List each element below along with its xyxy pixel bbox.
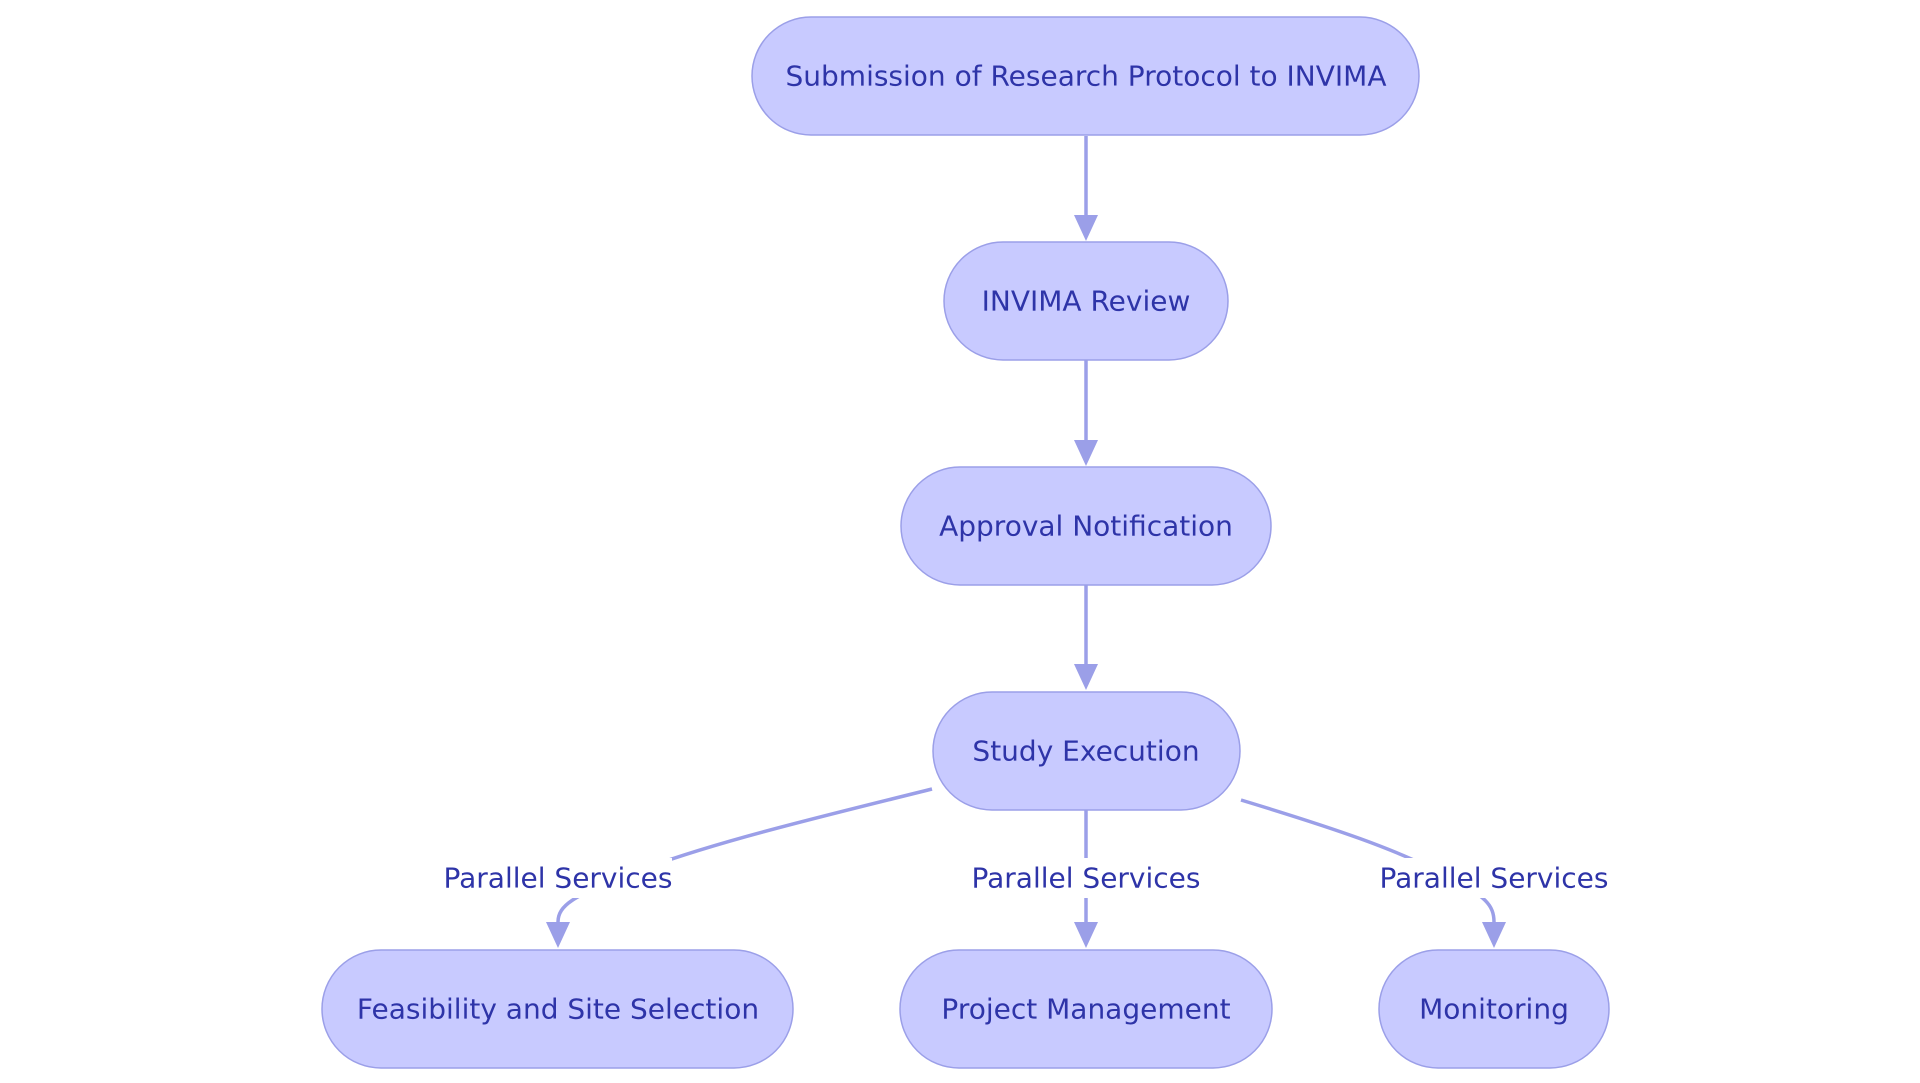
node-approval[interactable]: Approval Notification [900,466,1272,586]
node-label: Submission of Research Protocol to INVIM… [786,60,1387,93]
arrowhead [1074,215,1098,241]
edge-review-to-approval [1074,360,1098,466]
nodes: Submission of Research Protocol to INVIM… [321,16,1610,1069]
edge-label-text: Parallel Services [1380,862,1609,895]
arrowhead [1074,664,1098,690]
node-feasibility[interactable]: Feasibility and Site Selection [321,949,794,1069]
node-monitoring[interactable]: Monitoring [1378,949,1610,1069]
node-label: Project Management [941,993,1230,1026]
arrowhead [1074,922,1098,948]
node-label: Study Execution [972,735,1199,768]
edge-labels: Parallel Services Parallel Services Para… [444,858,1609,898]
node-label: Approval Notification [939,510,1233,543]
node-execution[interactable]: Study Execution [932,691,1241,811]
node-submission[interactable]: Submission of Research Protocol to INVIM… [751,16,1420,136]
node-label: Monitoring [1419,993,1569,1026]
node-review[interactable]: INVIMA Review [943,241,1229,361]
edge-label-feasibility: Parallel Services [444,858,673,898]
node-label: Feasibility and Site Selection [357,993,759,1026]
edge-label-monitoring: Parallel Services [1380,858,1609,898]
edge-label-text: Parallel Services [972,862,1201,895]
edge-label-project-management: Parallel Services [972,858,1201,898]
arrowhead [546,922,570,948]
edge-approval-to-execution [1074,585,1098,690]
edge-submission-to-review [1074,136,1098,241]
edge-label-text: Parallel Services [444,862,673,895]
node-project-management[interactable]: Project Management [899,949,1273,1069]
node-label: INVIMA Review [982,285,1191,318]
arrowhead [1074,440,1098,466]
arrowhead [1482,922,1506,948]
